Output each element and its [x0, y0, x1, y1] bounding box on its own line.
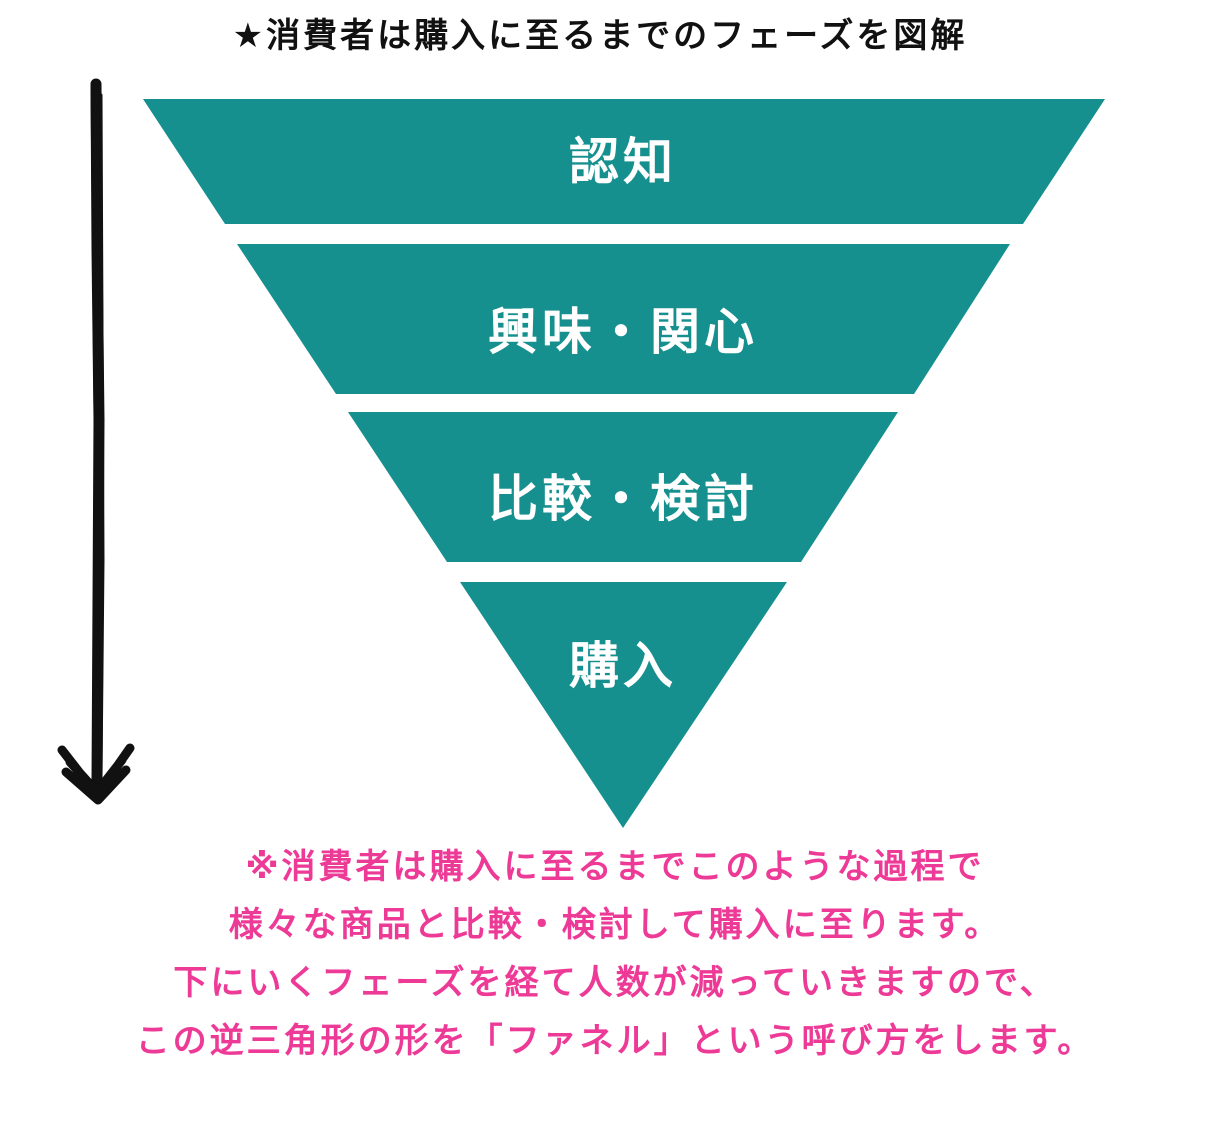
- diagram-title: ★消費者は購入に至るまでのフェーズを図解: [232, 16, 968, 56]
- funnel-band-purchase: [460, 582, 787, 828]
- note-line: ※消費者は購入に至るまでこのような過程で: [245, 847, 985, 887]
- stage-label-interest: 興味・関心: [488, 303, 758, 361]
- note-line: 様々な商品と比較・検討して購入に至ります。: [228, 905, 1002, 945]
- stage-label-comparison: 比較・検討: [488, 470, 758, 528]
- stage-label-purchase: 購入: [569, 637, 677, 695]
- arrow-head: [57, 743, 135, 805]
- stage-label-awareness: 認知: [569, 133, 677, 191]
- note-line: 下にいくフェーズを経て人数が減っていきますので、: [173, 963, 1057, 1003]
- explanation-note: ※消費者は購入に至るまでこのような過程で 様々な商品と比較・検討して購入に至りま…: [0, 838, 1230, 1070]
- note-line: この逆三角形の形を「ファネル」という呼び方をします。: [135, 1021, 1095, 1061]
- funnel-diagram: [57, 78, 1105, 828]
- funnel-band-awareness: [143, 99, 1105, 224]
- funnel-band-comparison: [348, 412, 898, 562]
- down-arrow-icon: [57, 78, 135, 805]
- arrow-shaft-texture: [90, 88, 105, 777]
- funnel-band-interest: [237, 244, 1010, 394]
- arrow-shaft: [90, 78, 105, 786]
